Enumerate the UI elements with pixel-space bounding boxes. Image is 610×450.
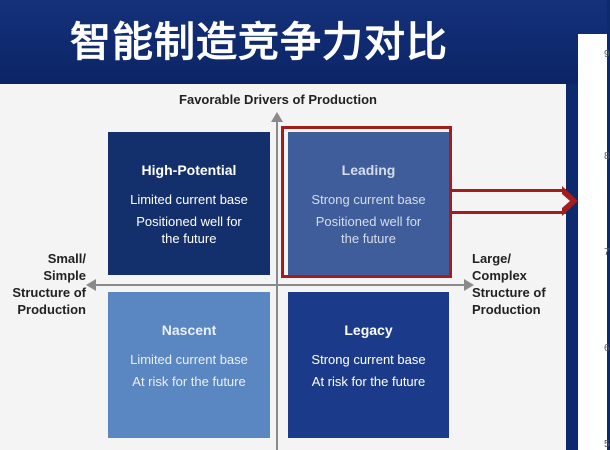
axis-label-left: Small/ Simple Structure of Production xyxy=(12,251,86,317)
arrow-right-icon xyxy=(464,279,474,291)
side-tick-label: 6 xyxy=(604,343,610,354)
quadrant-line-2: At risk for the future xyxy=(311,374,426,389)
connector-line-bottom xyxy=(452,211,566,214)
quadrant-title: Legacy xyxy=(344,322,393,338)
quadrant-line-2: At risk for the future xyxy=(132,374,246,389)
side-tick-label: 5 xyxy=(604,439,610,450)
arrow-up-icon xyxy=(271,112,283,122)
quadrant-line-2: Positioned well for the future xyxy=(315,214,422,246)
side-tick-label: 8 xyxy=(604,151,610,162)
side-tick-label: 7 xyxy=(604,247,610,258)
connector-arrow-icon xyxy=(562,186,578,216)
connector-arrow-inner xyxy=(562,194,570,208)
quadrant-leading: Leading Strong current base Positioned w… xyxy=(288,132,449,275)
connector-line-top xyxy=(452,189,566,192)
axis-label-right: Large/ Complex Structure of Production xyxy=(472,251,546,317)
quadrant-line-1: Strong current base xyxy=(311,352,426,367)
horizontal-axis xyxy=(94,284,466,286)
side-chart-panel: 9 8 7 6 5 xyxy=(578,34,610,450)
quadrant-line-2: Positioned well for the future xyxy=(136,214,242,246)
quadrant-title: Leading xyxy=(341,162,396,178)
quadrant-line-1: Strong current base xyxy=(311,192,426,207)
title-banner xyxy=(0,0,607,84)
quadrant-title: Nascent xyxy=(161,322,217,338)
quadrant-legacy: Legacy Strong current base At risk for t… xyxy=(288,292,449,438)
vertical-axis xyxy=(276,120,278,450)
quadrant-line-1: Limited current base xyxy=(130,352,248,367)
arrow-left-icon xyxy=(86,279,96,291)
quadrant-nascent: Nascent Limited current base At risk for… xyxy=(108,292,270,438)
quadrant-title: High-Potential xyxy=(141,162,237,178)
axis-label-top: Favorable Drivers of Production xyxy=(179,92,377,107)
slide-title: 智能制造竞争力对比 xyxy=(70,18,448,66)
quadrant-high-potential: High-Potential Limited current base Posi… xyxy=(108,132,270,275)
side-tick-label: 9 xyxy=(604,49,610,60)
quadrant-line-1: Limited current base xyxy=(130,192,248,207)
leading-highlight-frame xyxy=(281,126,452,278)
